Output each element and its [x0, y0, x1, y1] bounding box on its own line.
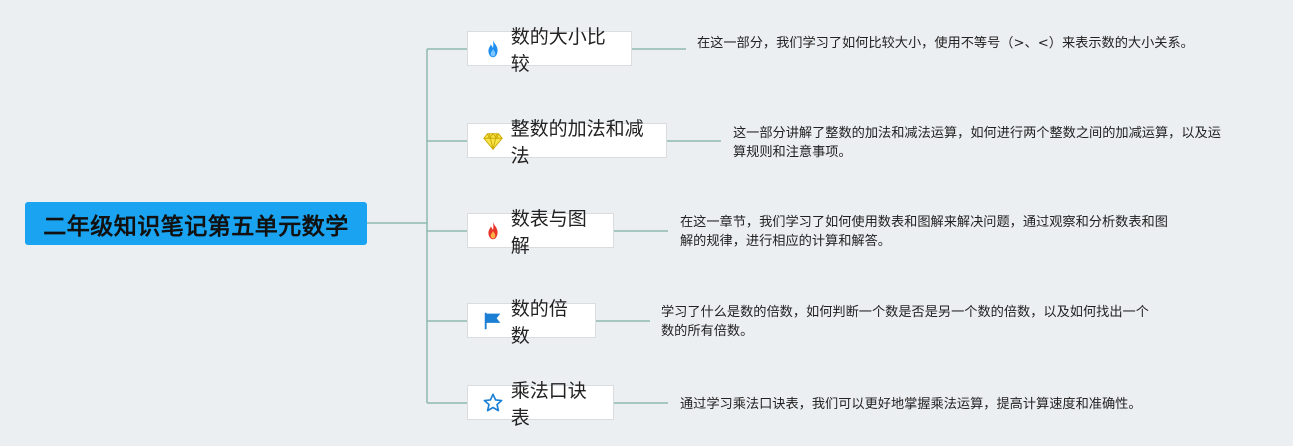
red-flame-icon	[482, 219, 505, 243]
note-multiples: 学习了什么是数的倍数，如何判断一个数是否是另一个数的倍数，以及如何找出一个数的所…	[661, 305, 1149, 339]
topic-integer-add-subtract[interactable]: 整数的加法和减法	[467, 118, 667, 167]
topic-multiplication-table[interactable]: 乘法口诀表	[467, 380, 614, 429]
gem-icon	[482, 129, 505, 153]
topic-label: 数的倍数	[510, 297, 568, 347]
topic-number-comparison[interactable]: 数的大小比较	[467, 26, 632, 75]
topic-multiples[interactable]: 数的倍数	[467, 298, 596, 347]
topic-label: 数表与图解	[510, 207, 587, 257]
star-icon	[482, 391, 505, 415]
topic-label: 数的大小比较	[510, 25, 606, 75]
note-number-table: 在这一章节，我们学习了如何使用数表和图解来解决问题，通过观察和分析数表和图解的规…	[680, 215, 1168, 249]
note-integer-add-subtract: 这一部分讲解了整数的加法和减法运算，如何进行两个整数之间的加减运算，以及运算规则…	[733, 126, 1221, 160]
topic-label: 乘法口诀表	[510, 379, 587, 429]
topic-label: 整数的加法和减法	[510, 117, 644, 167]
root-title: 二年级知识笔记第五单元数学	[43, 213, 349, 240]
note-number-comparison: 在这一部分，我们学习了如何比较大小，使用不等号（>、<）来表示数的大小关系。	[697, 36, 1194, 51]
blue-flame-icon	[482, 37, 505, 61]
note-multiplication-table: 通过学习乘法口诀表，我们可以更好地掌握乘法运算，提高计算速度和准确性。	[680, 397, 1142, 412]
flag-icon	[482, 309, 505, 333]
topic-number-table[interactable]: 数表与图解	[467, 208, 614, 257]
root-topic[interactable]: 二年级知识笔记第五单元数学	[25, 202, 367, 245]
